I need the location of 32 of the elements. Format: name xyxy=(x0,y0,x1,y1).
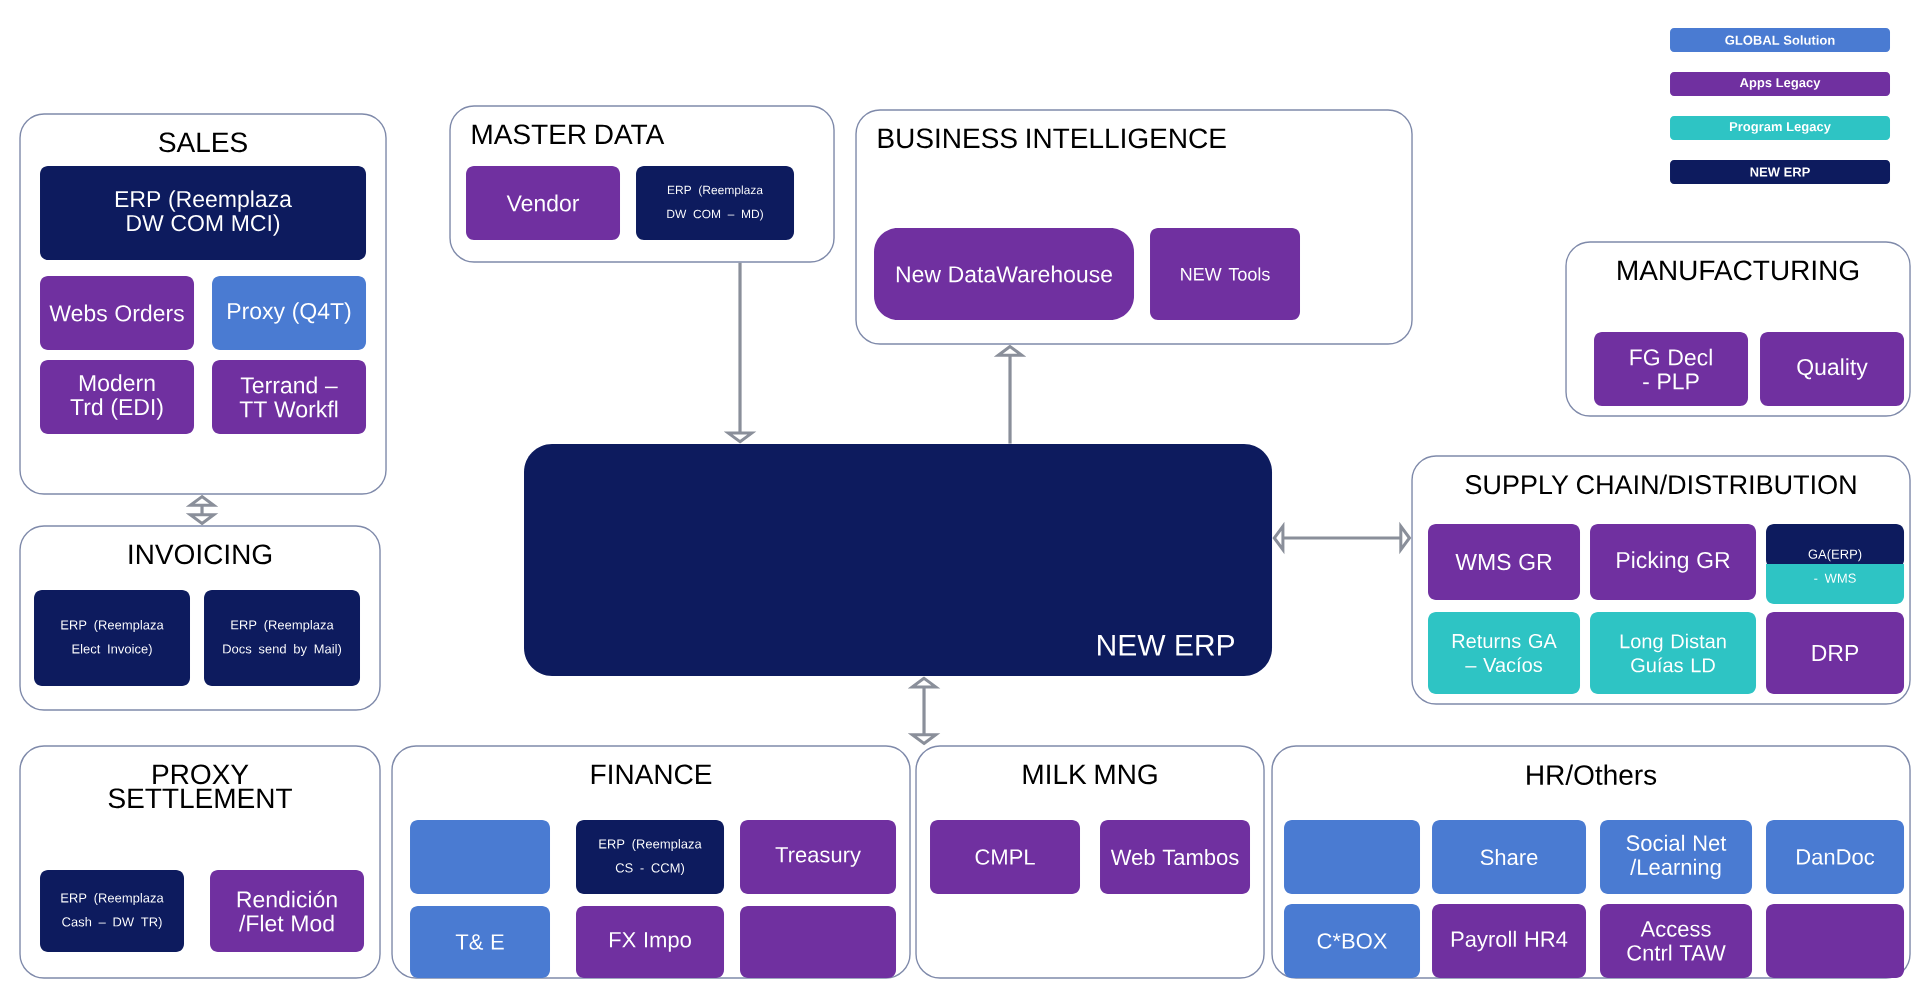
system-box: T& E xyxy=(410,906,550,978)
system-box xyxy=(410,820,550,894)
system-box: ERP (Reemplaza DW COM MCI) xyxy=(40,166,366,260)
system-box: FX Impo xyxy=(576,906,724,978)
system-box: Treasury xyxy=(740,820,896,894)
system-box: Returns GA – Vacíos xyxy=(1428,612,1580,694)
system-box: Share xyxy=(1432,820,1586,894)
system-box: Rendición /Flet Mod xyxy=(210,870,364,952)
system-box: DRP xyxy=(1766,612,1904,694)
system-box: Access Cntrl TAW xyxy=(1600,904,1752,978)
system-box: Terrand – TT Workfl xyxy=(212,360,366,434)
system-box: Webs Orders xyxy=(40,276,194,350)
system-box: Quality xyxy=(1760,332,1904,406)
system-box: Long Distan Guías LD xyxy=(1590,612,1756,694)
system-box: Social Net /Learning xyxy=(1600,820,1752,894)
system-box: Modern Trd (EDI) xyxy=(40,360,194,434)
system-box: DanDoc xyxy=(1766,820,1904,894)
system-box: New DataWarehouse xyxy=(874,228,1134,320)
system-box: Payroll HR4 xyxy=(1432,904,1586,978)
system-box xyxy=(740,906,896,978)
system-box: FG Decl - PLP xyxy=(1594,332,1748,406)
system-box: Proxy (Q4T) xyxy=(212,276,366,350)
system-box xyxy=(1766,904,1904,978)
system-box: CMPL xyxy=(930,820,1080,894)
erp-block: NEW ERP xyxy=(524,444,1272,676)
system-box: WMS GR xyxy=(1428,524,1580,600)
system-box: Vendor xyxy=(466,166,620,240)
system-box: Web Tambos xyxy=(1100,820,1250,894)
system-box: Picking GR xyxy=(1590,524,1756,600)
system-box: NEW Tools xyxy=(1150,228,1300,320)
system-box: C*BOX xyxy=(1284,904,1420,978)
system-box xyxy=(1284,820,1420,894)
